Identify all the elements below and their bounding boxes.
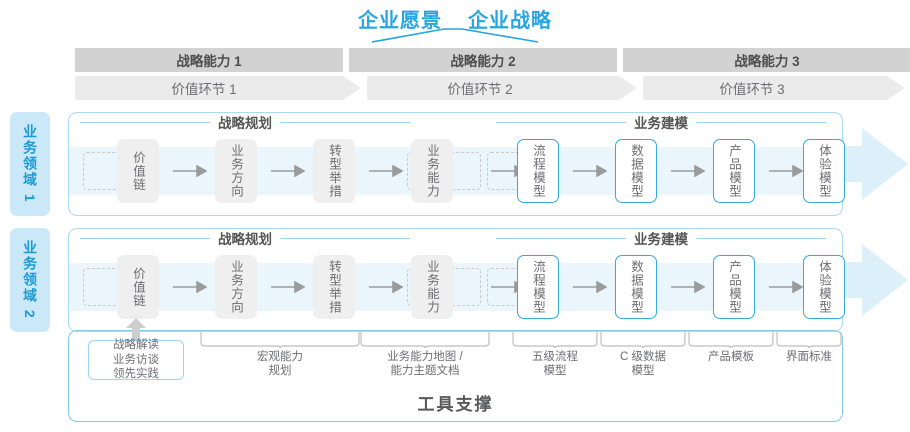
title-enterprise-vision: 企业愿景	[358, 10, 442, 32]
phase-text: 业务建模	[634, 232, 688, 247]
phase-text: 战略规划	[218, 116, 272, 131]
node-value-chain[interactable]: 价值链	[117, 139, 159, 203]
chevron-end-icon	[877, 76, 910, 100]
phase-text: 战略规划	[218, 232, 272, 247]
arrow-icon	[671, 165, 705, 177]
phase-rule	[496, 237, 626, 239]
bracket-icon	[360, 332, 490, 348]
arrow-icon	[173, 165, 207, 177]
top-titles: 企业愿景 企业战略	[0, 4, 910, 33]
arrow-icon	[271, 165, 305, 177]
phase-rule	[280, 121, 410, 123]
node-business-capability[interactable]: 业务能力	[411, 255, 453, 319]
phase-label-strategic-planning-2: 战略规划	[80, 228, 410, 248]
bracket-icon	[200, 332, 360, 348]
chevron-separator-icon-1	[333, 76, 367, 100]
sidebar-item-business-domain-2[interactable]: 业务领域 2	[10, 228, 50, 332]
bracket-icon	[600, 332, 686, 348]
value-stage-band	[75, 76, 910, 100]
business-domain-row-1: 价值链 业务方向 转型举措 业务能力 流程模型 数据模型 产品模型 体验模型	[68, 112, 845, 216]
value-stage-header-row: 价值环节 1 价值环节 2 价值环节 3	[75, 76, 910, 100]
node-business-capability[interactable]: 业务能力	[411, 139, 453, 203]
bracket-icon	[512, 332, 598, 348]
phase-rule	[280, 237, 410, 239]
arrow-icon	[573, 165, 607, 177]
sidebar-item-label: 业务领域 2	[22, 240, 39, 320]
phase-label-business-modeling-2: 业务建模	[496, 228, 826, 248]
node-value-chain[interactable]: 价值链	[117, 255, 159, 319]
tool-support-panel	[68, 330, 843, 422]
node-experience-model[interactable]: 体验模型	[803, 139, 845, 203]
tool-label-capability-map: 业务能力地图 /能力主题文档	[387, 351, 463, 378]
phase-label-business-modeling-1: 业务建模	[496, 112, 826, 132]
node-business-direction[interactable]: 业务方向	[215, 139, 257, 203]
tool-label-five-level-process-model: 五级流程模型	[532, 351, 578, 378]
arrow-icon	[173, 281, 207, 293]
phase-rule	[80, 121, 210, 123]
tool-box-strategy-interpretation[interactable]: 战略解读业务访谈领先实践	[88, 339, 184, 380]
node-transformation-measures[interactable]: 转型举措	[313, 255, 355, 319]
node-transformation-measures[interactable]: 转型举措	[313, 139, 355, 203]
business-domain-row-2: 价值链 业务方向 转型举措 业务能力 流程模型 数据模型 产品模型 体验模型	[68, 228, 845, 332]
phase-rule	[696, 121, 826, 123]
node-data-model[interactable]: 数据模型	[615, 139, 657, 203]
node-process-model[interactable]: 流程模型	[517, 139, 559, 203]
phase-label-strategic-planning-1: 战略规划	[80, 112, 410, 132]
bracket-icon	[776, 332, 842, 348]
capability-segment-1[interactable]: 战略能力 1	[75, 48, 343, 72]
chevron-separator-icon-2	[609, 76, 643, 100]
arrow-icon	[369, 281, 403, 293]
bracket-icon	[688, 332, 774, 348]
arrow-icon	[769, 165, 803, 177]
node-process-model[interactable]: 流程模型	[517, 255, 559, 319]
arrow-icon	[671, 281, 705, 293]
phase-rule	[696, 237, 826, 239]
tool-label-macro-capability-planning: 宏观能力规划	[257, 351, 303, 378]
phase-text: 业务建模	[634, 116, 688, 131]
phase-rule	[80, 237, 210, 239]
tool-label-c-level-data-model: C 级数据模型	[620, 351, 666, 378]
capability-segment-2[interactable]: 战略能力 2	[349, 48, 617, 72]
node-experience-model[interactable]: 体验模型	[803, 255, 845, 319]
node-data-model[interactable]: 数据模型	[615, 255, 657, 319]
arrow-icon	[369, 165, 403, 177]
arrow-icon	[271, 281, 305, 293]
callout-peak-icon	[372, 28, 538, 43]
node-product-model[interactable]: 产品模型	[713, 255, 755, 319]
title-enterprise-strategy: 企业战略	[468, 10, 552, 32]
tool-label-product-template: 产品模板	[708, 351, 754, 363]
capability-segment-3[interactable]: 战略能力 3	[623, 48, 910, 72]
value-stage-1[interactable]: 价值环节 1	[171, 82, 237, 97]
up-arrow-icon	[126, 318, 146, 342]
node-product-model[interactable]: 产品模型	[713, 139, 755, 203]
arrow-icon	[769, 281, 803, 293]
tool-support-title: 工具支撑	[417, 395, 494, 414]
sidebar-item-label: 业务领域 1	[22, 124, 39, 204]
value-stage-2[interactable]: 价值环节 2	[447, 82, 513, 97]
node-business-direction[interactable]: 业务方向	[215, 255, 257, 319]
capability-header-row: 战略能力 1 战略能力 2 战略能力 3	[75, 48, 910, 72]
tool-label-interface-standard: 界面标准	[786, 351, 832, 363]
value-stage-3[interactable]: 价值环节 3	[719, 82, 785, 97]
sidebar-item-business-domain-1[interactable]: 业务领域 1	[10, 112, 50, 216]
arrow-icon	[573, 281, 607, 293]
phase-rule	[496, 121, 626, 123]
